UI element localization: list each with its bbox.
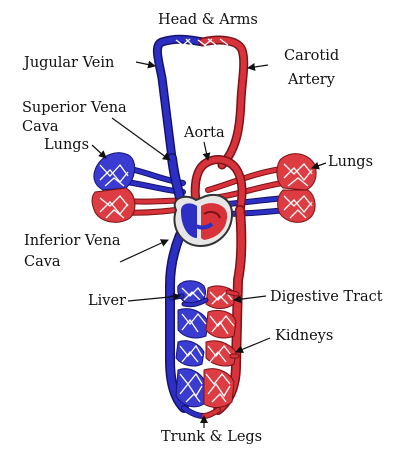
- heart: [174, 195, 232, 246]
- label-aorta: Aorta: [183, 125, 225, 141]
- kidneys-circuit: [176, 341, 237, 366]
- label-liver: Liver: [88, 293, 126, 309]
- label-trunk-legs: Trunk & Legs: [161, 429, 262, 445]
- inferior-vena-cava-pointer: [120, 240, 168, 262]
- label-jugular-vein: Jugular Vein: [22, 55, 114, 71]
- label-kidneys: Kidneys: [275, 328, 333, 344]
- label-superior-vena: Superior Vena: [22, 100, 127, 116]
- label-superior-cava: Cava: [22, 119, 59, 135]
- label-inferior-cava: Cava: [24, 254, 61, 270]
- label-lungs-right: Lungs: [328, 154, 373, 170]
- jugular-pointer: [136, 62, 155, 66]
- aorta-pointer: [204, 142, 208, 160]
- label-lungs-left: Lungs: [44, 137, 89, 153]
- label-inferior-vena: Inferior Vena: [24, 233, 121, 249]
- carotid-pointer: [248, 65, 268, 68]
- label-digestive-tract: Digestive Tract: [270, 289, 383, 305]
- lungs-left-pointer: [92, 145, 106, 158]
- label-head-arms: Head & Arms: [158, 12, 258, 28]
- label-carotid: Carotid: [284, 48, 339, 64]
- head-arms-circuit: [157, 39, 243, 165]
- label-artery: Artery: [287, 72, 336, 88]
